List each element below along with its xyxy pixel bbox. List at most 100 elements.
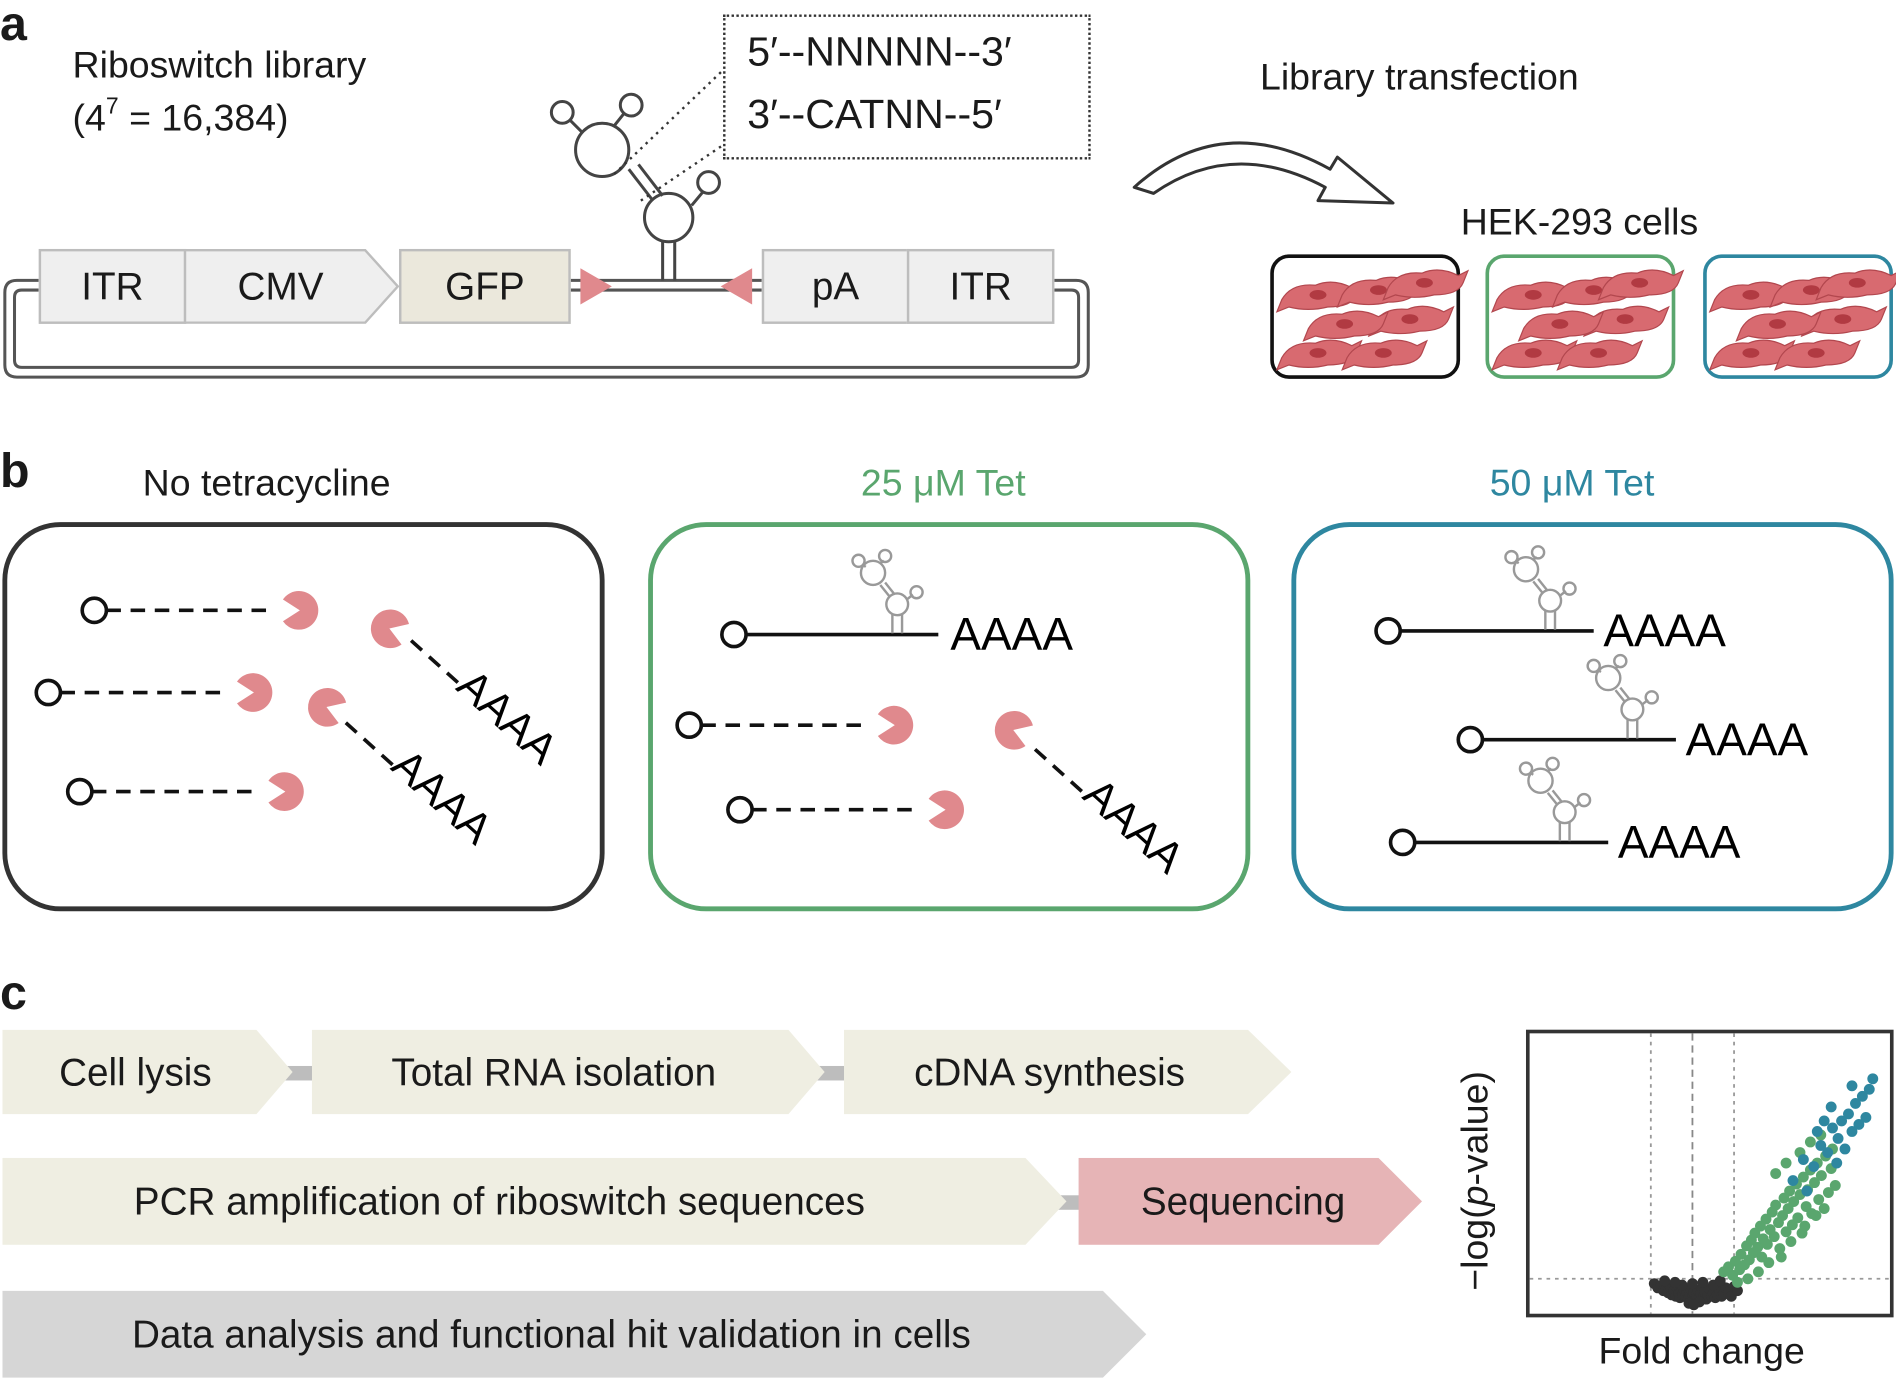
scatter-point [1810,1210,1822,1222]
scatter-point [1822,1187,1834,1198]
polya-b1-2: AAAA [383,740,501,853]
panel-letter-a: a [0,0,27,51]
scatter-point [1752,1241,1764,1253]
scatter-point [1822,1147,1834,1158]
scatter-point [1836,1115,1848,1127]
scatter-point [1742,1273,1754,1285]
scatter-point [1732,1276,1743,1288]
scatter-point [1792,1212,1804,1224]
sequence-top: 5′--NNNNN--3′ [747,29,1012,75]
step-row-3-shapes [2,1290,1147,1378]
scatter-point [1839,1143,1851,1155]
plasmid-itr-left: ITR [38,248,187,324]
sequence-callout: 5′--NNNNN--3′ 3′--CATNN--5′ [723,14,1091,160]
scatter-point [1732,1285,1743,1297]
scatter-point [1867,1073,1879,1085]
transfection-label: Library transfection [1259,55,1579,98]
scatter-point [1860,1112,1872,1123]
scatter-point [1818,1115,1830,1127]
volcano-plot-frame [1525,1029,1894,1318]
scatter-point [1832,1133,1844,1144]
scatter-point [1688,1299,1700,1311]
panel-letter-c: c [0,966,27,1021]
step-cdna-synthesis: cDNA synthesis [914,1049,1186,1094]
scatter-point [1785,1236,1797,1248]
scatter-point [1797,1154,1809,1165]
site-triangle-left [580,268,612,305]
cells-label: HEK-293 cells [1460,200,1699,243]
condition-label-25-tet: 25 μM Tet [860,461,1026,504]
library-count: (47 = 16,384) [72,94,289,139]
step-cell-lysis: Cell lysis [59,1049,212,1094]
scatter-point [1774,1243,1786,1255]
scatter-point [1853,1119,1865,1130]
scatter-point [1687,1278,1698,1290]
plasmid-gfp: GFP [399,248,571,324]
plasmid-pa: pA [761,248,910,324]
scatter-point [1829,1180,1841,1191]
scatter-point [1784,1185,1796,1197]
scatter-point [1735,1248,1747,1260]
polya-b3-2: AAAA [1686,713,1809,765]
polya-b2-1: AAAA [950,608,1073,660]
scatter-point [1761,1238,1773,1250]
curved-arrow-icon [1132,141,1395,205]
scatter-point [1780,1157,1792,1169]
scatter-point [1850,1097,1861,1109]
step-rna-isolation: Total RNA isolation [391,1049,717,1094]
polya-b1-1: AAAA [448,661,566,774]
plot-xlabel: Fold change [1598,1329,1805,1372]
scatter-point [1659,1275,1671,1287]
scatter-point [1809,1177,1820,1189]
step-row-2-shapes [2,1157,1422,1245]
scatter-point [1808,1161,1820,1172]
scatter-point [1827,1122,1838,1134]
panel-letter-b: b [0,444,30,498]
scatter-point [1825,1101,1837,1113]
condition-label-50-tet: 50 μM Tet [1489,461,1655,504]
scatter-point [1813,1194,1825,1205]
scatter-point [1843,1108,1854,1120]
plasmid-cmv: CMV [183,248,400,324]
polya-b3-3: AAAA [1618,816,1741,868]
plot-ylabel: −log(p-value) [1453,1071,1496,1291]
connector [282,1065,320,1081]
scatter-point [1846,1080,1858,1092]
step-pcr-amplification: PCR amplification of riboswitch sequence… [133,1178,865,1223]
scatter-point [1804,1136,1816,1148]
condition-label-no-tet: No tetracycline [142,461,391,504]
riboswitch-structure [549,92,721,281]
step-data-analysis: Data analysis and functional hit validat… [131,1311,971,1356]
scatter-point [1797,1171,1809,1183]
site-triangle-right [720,268,753,305]
scatter-point [1770,1199,1782,1211]
scatter-point [1787,1175,1799,1186]
polya-b2-2: AAAA [1074,769,1192,882]
scatter-point [1760,1213,1772,1225]
scatter-point [1752,1266,1764,1278]
scatter-point [1788,1196,1800,1208]
polya-b3-1: AAAA [1603,605,1726,657]
volcano-plot [1529,1033,1890,1314]
scatter-point [1818,1203,1830,1215]
scatter-point [1780,1226,1792,1238]
scatter-point [1799,1220,1811,1232]
condition-box-25-tet [648,522,1251,912]
scatter-point [1714,1275,1726,1287]
scatter-point [1697,1276,1709,1288]
sequence-bottom: 3′--CATNN--5′ [747,91,1002,138]
scatter-point [1815,1140,1827,1151]
condition-box-no-tet [2,522,605,912]
plasmid-itr-right: ITR [906,248,1055,324]
scatter-point [1863,1083,1875,1095]
scatter-point [1770,1168,1782,1179]
scatter-point [1801,1185,1813,1197]
scatter-point [1815,1170,1827,1182]
scatter-point [1856,1090,1868,1102]
step-sequencing: Sequencing [1140,1178,1346,1223]
scatter-point [1775,1251,1787,1263]
scatter-point [1846,1126,1858,1137]
